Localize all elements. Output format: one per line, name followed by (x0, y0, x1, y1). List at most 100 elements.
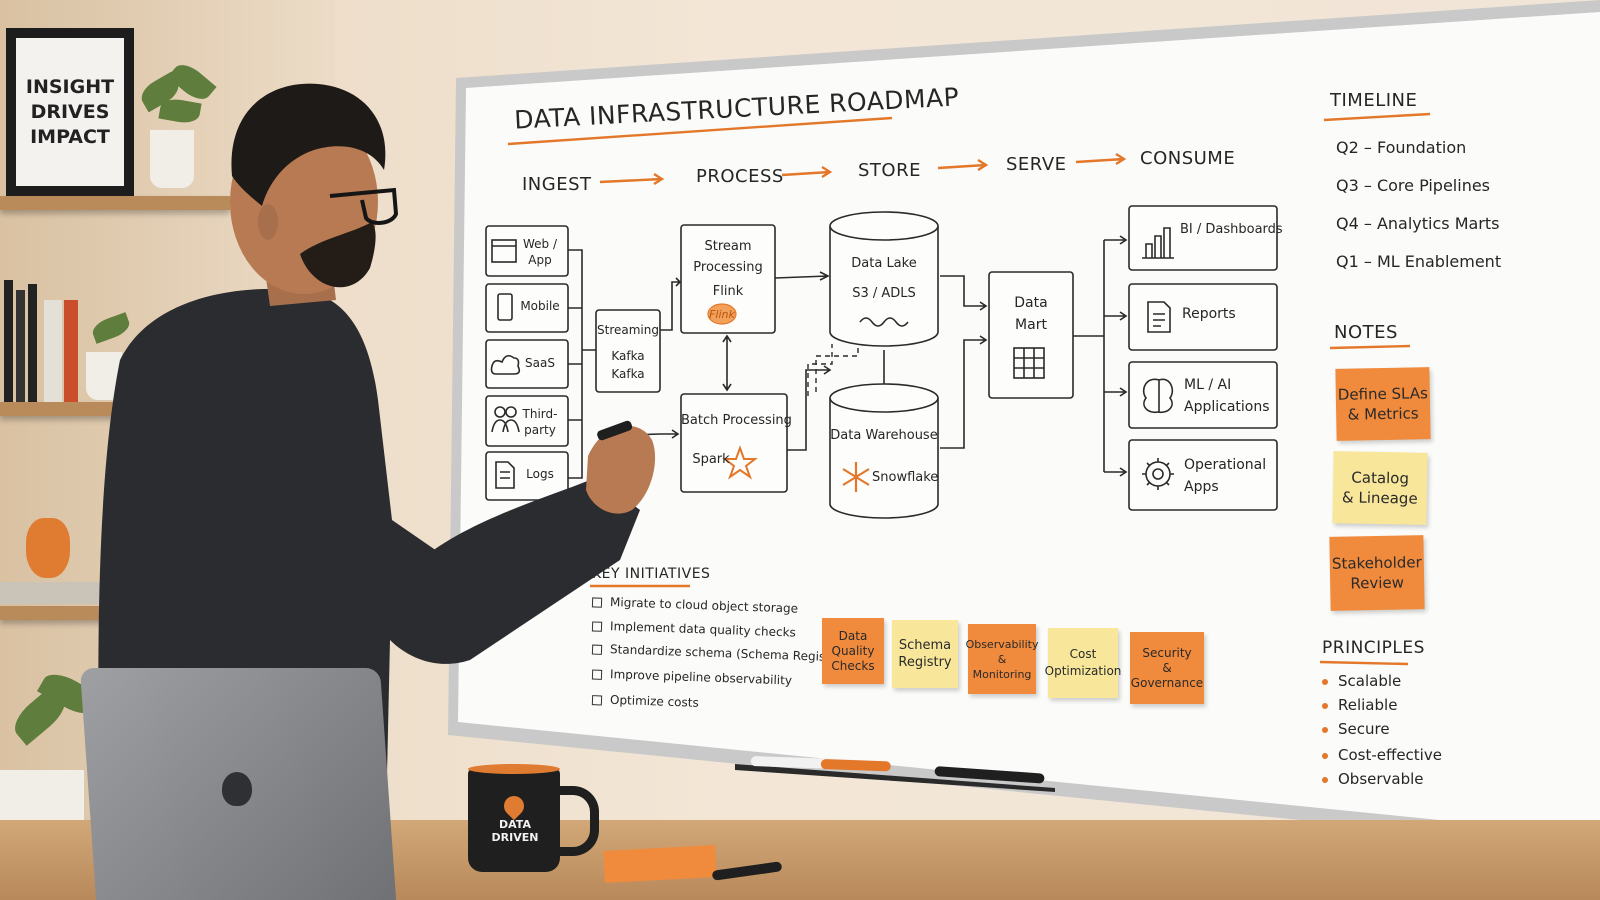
poster-line: IMPACT (30, 125, 110, 148)
book (4, 280, 13, 402)
source-label-saas: SaaS (525, 356, 555, 370)
stream-processing-box (680, 224, 776, 334)
marker-icon (597, 420, 633, 441)
streaming-box (595, 309, 661, 393)
timeline-item: Q4 – Analytics Marts (1336, 214, 1500, 233)
stage-process: PROCESS (696, 166, 784, 187)
glasses-icon (329, 187, 399, 225)
streaming-label: Streaming (597, 323, 659, 337)
arrow-streaming-to-stream (660, 277, 682, 331)
notes-heading: NOTES (1334, 322, 1398, 343)
ear (258, 204, 278, 240)
snowflake-label: Snowflake (872, 470, 939, 485)
book (44, 300, 62, 402)
poster: INSIGHT DRIVES IMPACT (16, 38, 124, 186)
source-label-web-app: Web / App (522, 237, 558, 267)
initiative-sticky: Security & Governance (1130, 632, 1204, 704)
arrow-to-data-lake (774, 271, 830, 281)
hair (231, 83, 386, 206)
marker-icon (820, 759, 891, 772)
arrow-stream-batch (722, 334, 732, 392)
timeline-underline (1323, 112, 1431, 122)
consumer-box-bi (1128, 205, 1278, 271)
arrow-batch-to-warehouse (787, 365, 832, 451)
mug-rim (468, 764, 560, 774)
sticky-note-pad (603, 845, 717, 883)
report-icon (1147, 301, 1171, 333)
arrows-to-consumers (1073, 235, 1128, 477)
title-underline (507, 116, 893, 146)
source-connector (568, 249, 596, 479)
mug-handle (548, 786, 599, 856)
book-stack (0, 582, 104, 604)
flink-logo-icon (707, 303, 737, 325)
arrow-lake-to-mart (940, 275, 988, 311)
shelf (0, 196, 230, 210)
initiative-sticky: Schema Registry (892, 620, 958, 688)
principle-item: Reliable (1322, 696, 1397, 714)
source-label-third-party: Third- party (522, 407, 558, 437)
timeline-item: Q3 – Core Pipelines (1336, 176, 1491, 195)
bullet-dot-icon (1322, 702, 1328, 709)
gear-icon (1142, 458, 1174, 490)
poster-line: INSIGHT (25, 75, 115, 98)
hand (586, 425, 656, 514)
document-icon (495, 461, 515, 489)
stage-arrows (599, 152, 1127, 186)
table-icon (1013, 347, 1045, 379)
principle-item: Observable (1322, 770, 1424, 788)
vase (26, 518, 70, 578)
kafka-label: Kafka (611, 349, 645, 363)
notes-underline (1329, 344, 1411, 350)
stage-serve: SERVE (1006, 154, 1067, 175)
stage-consume: CONSUME (1140, 148, 1236, 169)
plant-pot (150, 130, 194, 188)
principle-item: Scalable (1322, 672, 1401, 690)
beard (300, 222, 376, 288)
dashed-link (807, 344, 833, 396)
bullet-dot-icon (1322, 752, 1328, 759)
arrow-warehouse-to-mart (940, 335, 988, 449)
consumer-label-ml: ML / AI Applications (1184, 377, 1270, 415)
kafka-label: Kafka (611, 367, 645, 381)
initiative-sticky: Data Quality Checks (822, 618, 884, 684)
consumer-box-reports (1128, 283, 1278, 351)
data-lake-cylinder (829, 211, 939, 347)
spark-label: Spark (692, 452, 730, 467)
marker-tray (735, 756, 1055, 792)
phone-icon (497, 293, 513, 321)
bullet-dot-icon (1322, 678, 1328, 685)
bullet-dot-icon (1322, 776, 1328, 783)
sleeve (420, 470, 640, 580)
source-label-logs: Logs (526, 467, 554, 481)
data-mart-label: Data Mart (1014, 295, 1048, 333)
principle-item: Secure (1322, 720, 1390, 738)
people-icon (491, 406, 520, 433)
stage-store: STORE (858, 160, 921, 181)
data-warehouse-label: Data Warehouse (830, 428, 938, 443)
poster-line: DRIVES (30, 100, 110, 123)
bullet-dot-icon (1322, 726, 1328, 733)
brain-icon (1142, 378, 1174, 414)
timeline-item: Q2 – Foundation (1336, 138, 1467, 157)
source-label-mobile: Mobile (520, 299, 560, 313)
data-lake-label: Data Lake (851, 256, 917, 271)
timeline-heading: TIMELINE (1330, 90, 1418, 111)
initiative-sticky: Observability & Monitoring (966, 624, 1038, 694)
stage-ingest: INGEST (522, 174, 592, 195)
spark-star-icon (722, 445, 758, 480)
mug-text: DATA DRIVEN (491, 818, 539, 844)
batch-processing-box (680, 393, 788, 493)
source-box-web-app (485, 225, 569, 277)
book (64, 300, 78, 402)
consumer-label-operational: Operational Apps (1184, 457, 1267, 495)
initiative-sticky: Cost Optimization (1045, 628, 1121, 698)
book (28, 284, 37, 402)
principles-heading: PRINCIPLES (1322, 638, 1425, 658)
stream-processing-label: Stream Processing (693, 239, 763, 275)
consumer-box-operational (1128, 439, 1278, 511)
marker-icon (934, 766, 1045, 784)
data-lake-detail: S3 / ADLS (852, 286, 916, 301)
bar-chart-icon (1142, 227, 1174, 259)
